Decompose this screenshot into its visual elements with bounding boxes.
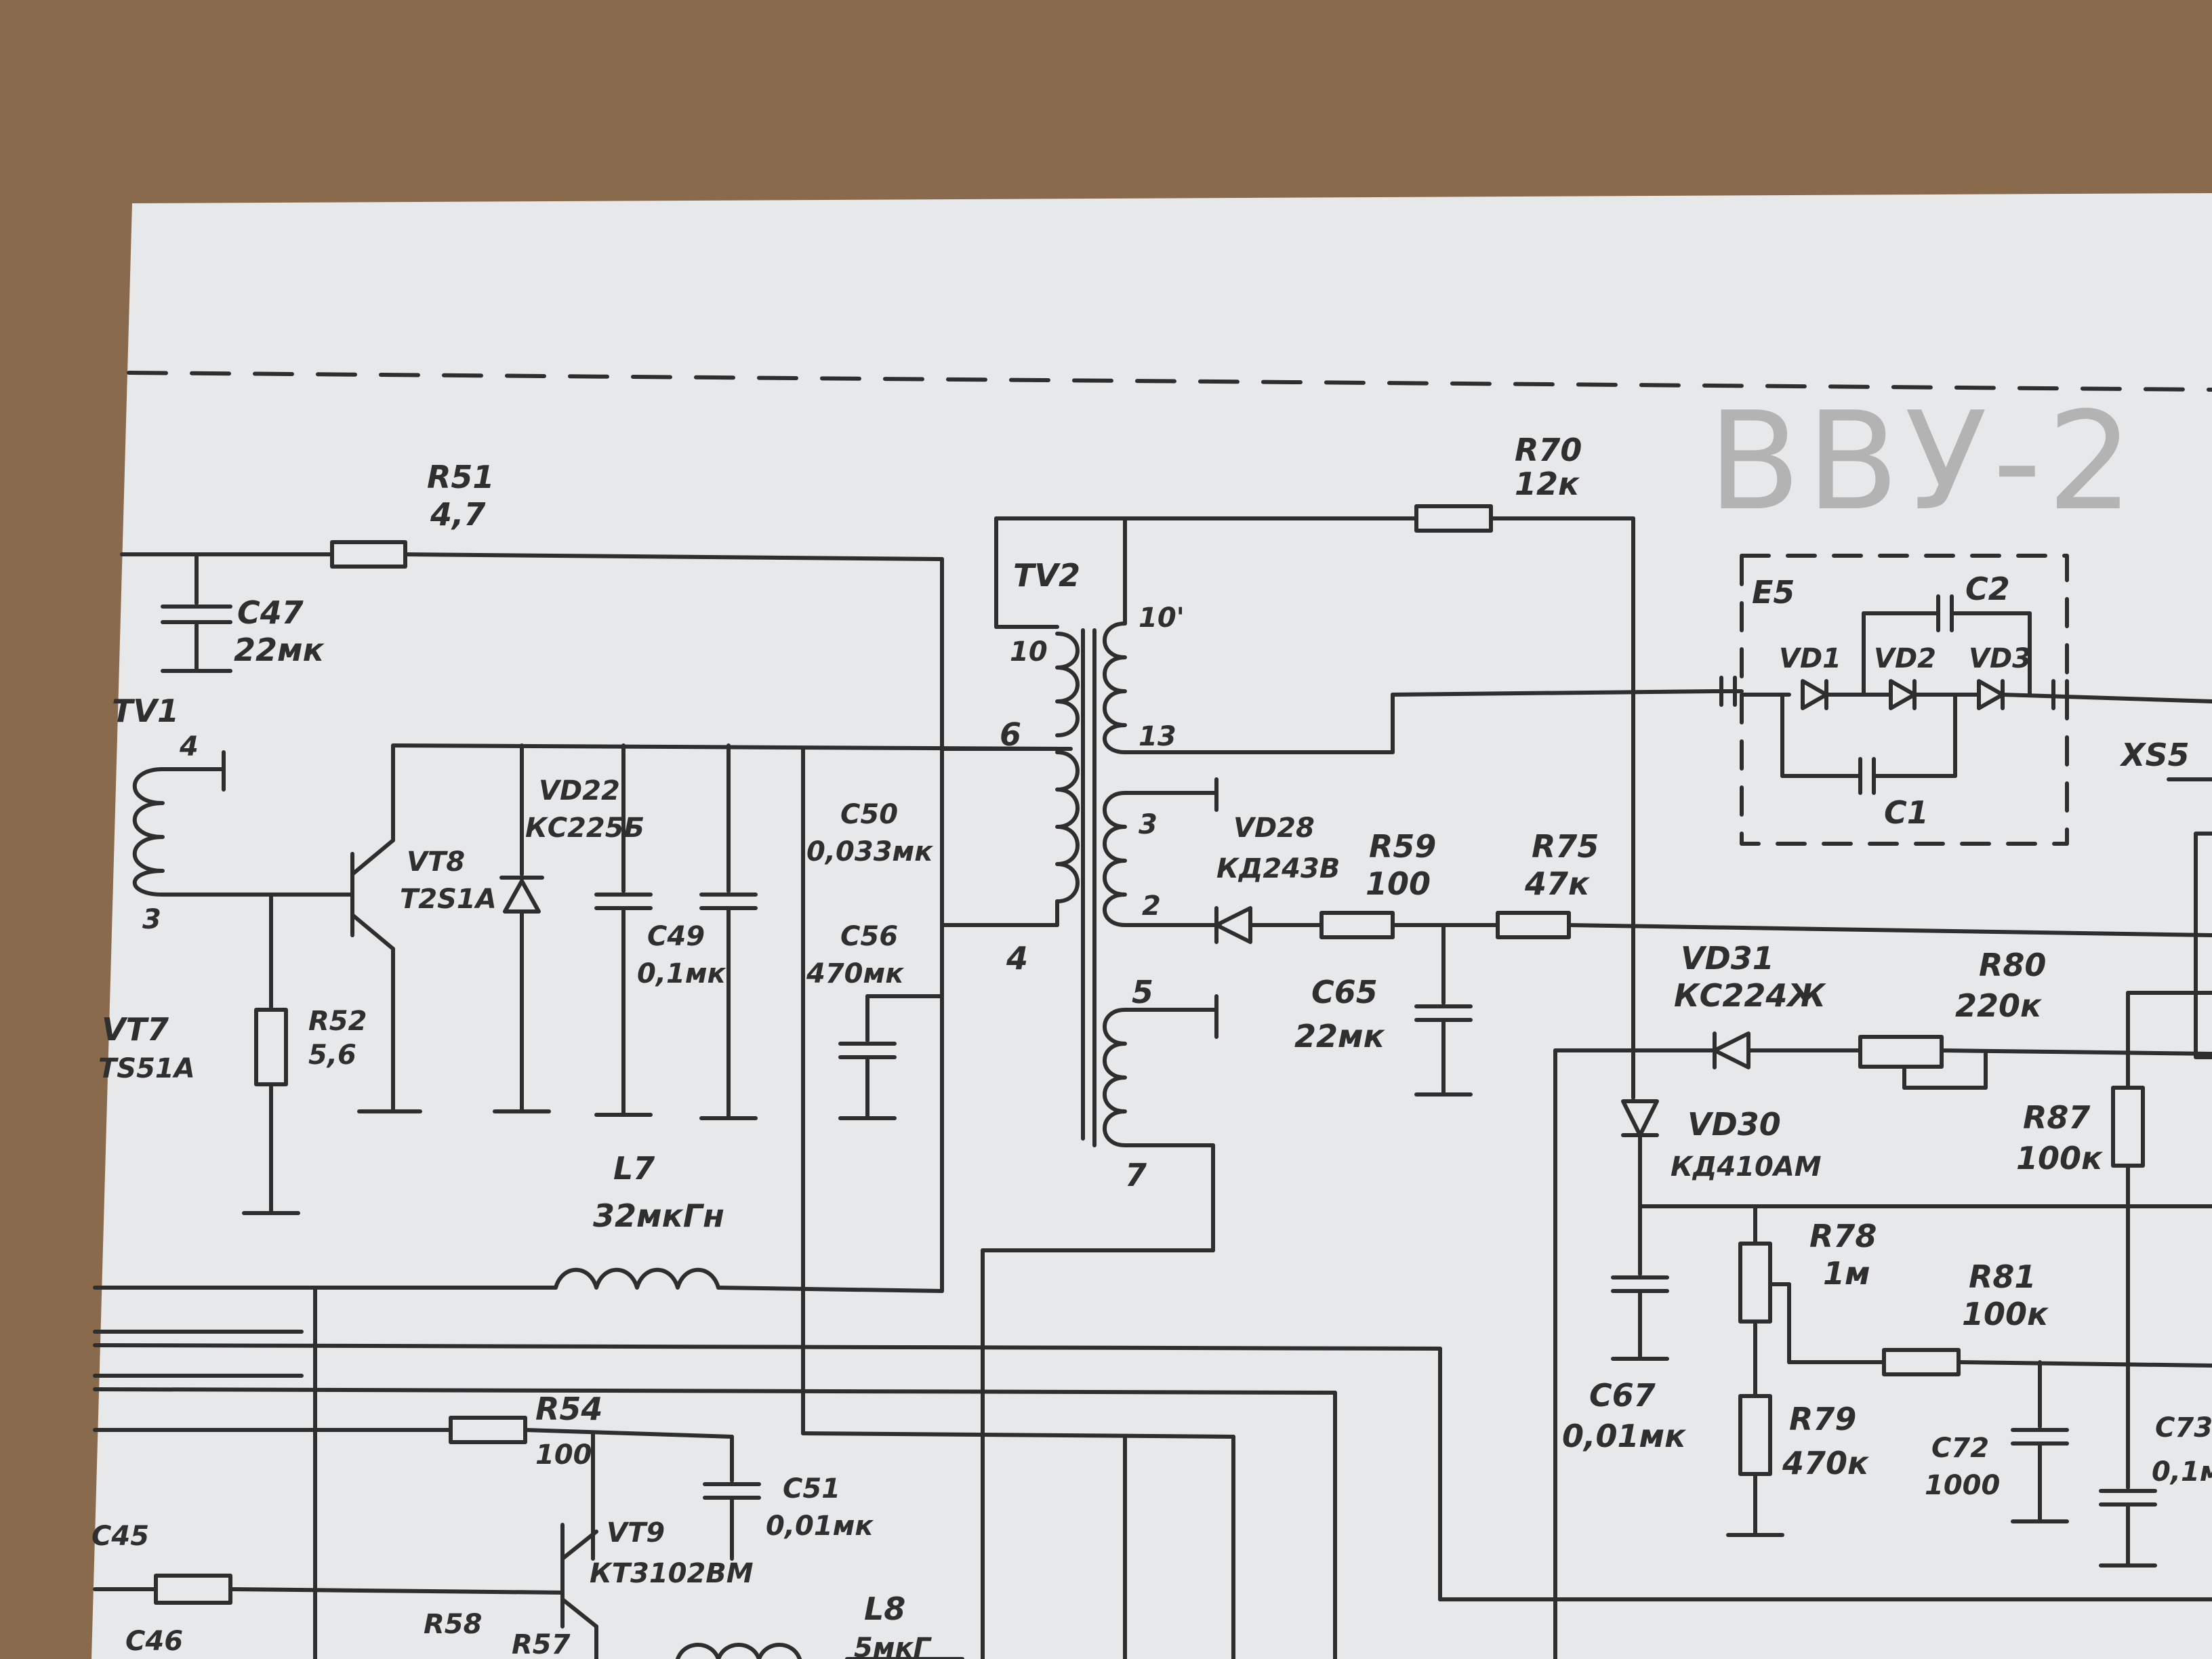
wiring-left xyxy=(93,540,2212,1659)
wiring-right xyxy=(1553,777,2212,1659)
label-c51-value: 0,01мк xyxy=(766,1511,874,1542)
label-l7-value: 32мкГн xyxy=(593,1197,724,1234)
label-c65-value: 22мк xyxy=(1294,1018,1386,1054)
label-r54-value: 100 xyxy=(535,1439,592,1471)
pencil-note: ВВУ-2 xyxy=(1708,383,2139,541)
label-vd22: VD22 xyxy=(539,775,620,806)
label-c1: C1 xyxy=(1884,794,1929,831)
label-tv1: TV1 xyxy=(112,693,179,729)
e5-block xyxy=(1713,554,2212,846)
label-r75: R75 xyxy=(1532,828,1599,865)
label-c67: C67 xyxy=(1589,1377,1656,1414)
label-vt9-value: КТ3102ВМ xyxy=(590,1558,754,1589)
label-pin-7: 7 xyxy=(1125,1157,1147,1193)
label-pin-10prime: 10' xyxy=(1139,602,1185,634)
label-r59-value: 100 xyxy=(1366,865,1431,902)
label-vt7: VT7 xyxy=(102,1011,169,1048)
label-c56: C56 xyxy=(840,921,898,952)
label-vd28-value: КД243В xyxy=(1216,853,1340,884)
label-vt8-value: T2S1A xyxy=(400,884,497,915)
label-r81-value: 100к xyxy=(1962,1296,2049,1332)
label-c51: C51 xyxy=(783,1473,840,1504)
label-r54: R54 xyxy=(535,1391,602,1427)
label-c49: C49 xyxy=(647,921,705,952)
label-l7: L7 xyxy=(613,1150,655,1187)
label-r58: R58 xyxy=(424,1609,482,1640)
label-r70: R70 xyxy=(1515,432,1582,468)
label-r57: R57 xyxy=(512,1629,571,1659)
label-r75-value: 47к xyxy=(1524,865,1591,902)
label-c46: C46 xyxy=(125,1626,183,1657)
label-xs5: XS5 xyxy=(2119,737,2190,773)
label-c47: C47 xyxy=(237,594,304,631)
label-vd22-value: КС225Б xyxy=(525,813,644,844)
label-tv1-pin3: 3 xyxy=(142,904,161,935)
label-c65: C65 xyxy=(1311,974,1378,1010)
label-vd3: VD3 xyxy=(1969,643,2031,674)
dashed-boundary xyxy=(127,371,2212,392)
label-vd31-value: КС224Ж xyxy=(1674,977,1826,1014)
label-l8: L8 xyxy=(864,1591,905,1627)
label-c50-value: 0,033мк xyxy=(806,836,933,867)
wiring-rectifier xyxy=(1214,906,2212,1097)
label-r81: R81 xyxy=(1969,1258,2036,1295)
label-r52: R52 xyxy=(308,1006,367,1037)
label-c2: C2 xyxy=(1965,571,2010,607)
label-r78-value: 1м xyxy=(1823,1255,1870,1292)
label-vt7-value: TS51A xyxy=(98,1053,195,1084)
label-pin-4: 4 xyxy=(1006,940,1028,977)
label-r87: R87 xyxy=(2023,1099,2090,1136)
label-c50: C50 xyxy=(840,799,898,830)
label-c72: C72 xyxy=(1931,1433,1989,1464)
label-pin-5: 5 xyxy=(1132,974,1153,1010)
label-vd1: VD1 xyxy=(1779,643,1841,674)
label-vd30-value: КД410АМ xyxy=(1671,1151,1822,1183)
label-c47-value: 22мк xyxy=(234,632,325,668)
label-pin-6: 6 xyxy=(1000,716,1021,753)
label-vd30: VD30 xyxy=(1687,1106,1781,1143)
label-tv2: TV2 xyxy=(1013,557,1080,594)
label-c73: C73 xyxy=(2155,1412,2212,1443)
label-c56-value: 470мк xyxy=(806,958,904,989)
label-c72-value: 1000 xyxy=(1925,1470,2000,1501)
label-r51: R51 xyxy=(427,459,494,495)
label-e5: E5 xyxy=(1752,574,1795,611)
label-vd28: VD28 xyxy=(1233,813,1315,844)
label-vt9: VT9 xyxy=(607,1517,665,1549)
label-r70-value: 12к xyxy=(1515,466,1580,502)
label-c45: C45 xyxy=(91,1521,149,1552)
label-r78: R78 xyxy=(1809,1218,1877,1254)
label-vd31: VD31 xyxy=(1681,940,1774,977)
label-c67-value: 0,01мк xyxy=(1562,1418,1687,1454)
label-pin-2: 2 xyxy=(1142,890,1161,922)
label-vd2: VD2 xyxy=(1874,643,1936,674)
label-c49-value: 0,1мк xyxy=(637,958,726,989)
label-vt8: VT8 xyxy=(407,846,465,878)
label-l8-value: 5мкГ xyxy=(854,1633,933,1659)
label-pin-3: 3 xyxy=(1139,809,1158,840)
component-labels: R51 4,7 C47 22мк TV1 4 3 VT7 TS51A R52 5… xyxy=(91,432,2212,1659)
label-r51-value: 4,7 xyxy=(430,496,486,533)
label-tv1-pin4: 4 xyxy=(179,731,199,762)
label-r52-value: 5,6 xyxy=(308,1040,356,1071)
label-r79: R79 xyxy=(1789,1401,1856,1437)
label-r87-value: 100к xyxy=(2016,1140,2104,1176)
label-r80-value: 220к xyxy=(1955,987,2043,1024)
label-pin-10: 10 xyxy=(1010,636,1048,668)
label-c73-value: 0,1мк xyxy=(2152,1456,2212,1488)
label-r79-value: 470к xyxy=(1782,1445,1870,1481)
transformer-tv2 xyxy=(940,504,1717,1659)
label-pin-13: 13 xyxy=(1139,721,1176,752)
label-r80: R80 xyxy=(1979,947,2046,983)
label-r59: R59 xyxy=(1369,828,1436,865)
